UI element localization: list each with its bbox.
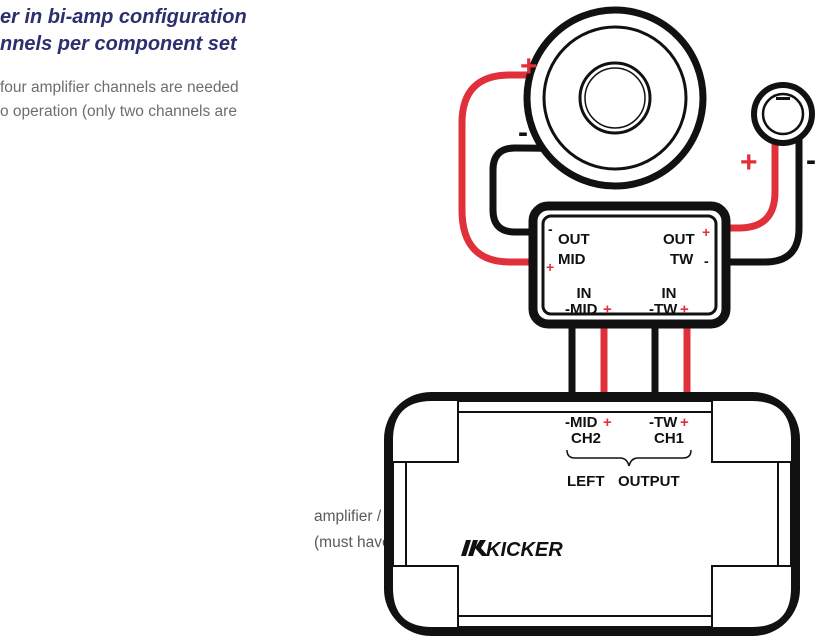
intro-line-1: four amplifier channels are needed	[0, 79, 239, 96]
crossover-out-tw-plus: +	[702, 224, 710, 240]
diagram-heading: er in bi-amp configuration nnels per com…	[0, 4, 247, 58]
crossover-in-mid-plus: +	[603, 301, 612, 318]
kicker-brand-text: KICKER	[486, 539, 563, 561]
woofer-plus-sign: +	[520, 50, 538, 83]
crossover-tw-minus: -	[704, 253, 709, 269]
intro-line-2: o operation (only two channels are	[0, 103, 237, 120]
amplifier-unit	[384, 392, 800, 636]
amp-ch1-terminal: -TW	[649, 414, 678, 431]
crossover-out-mid-label: OUT	[558, 231, 590, 248]
amp-ch2-terminal: -MID	[565, 414, 598, 431]
woofer-speaker-icon	[523, 6, 707, 190]
heading-line-1: er in bi-amp configuration	[0, 6, 247, 28]
crossover-out-mid-minus: -	[548, 221, 553, 237]
output-word-label: OUTPUT	[618, 473, 680, 490]
crossover-mid-label: MID	[558, 251, 586, 268]
crossover-in-tw-label: IN	[662, 285, 677, 302]
crossover-in-tw-plus: +	[680, 301, 689, 318]
tweeter-minus-sign: -	[806, 144, 816, 177]
tweeter-speaker-icon	[751, 82, 815, 146]
woofer-minus-sign: -	[518, 116, 528, 149]
crossover-in-mid-label: IN	[577, 285, 592, 302]
output-left-label: LEFT	[567, 473, 605, 490]
crossover-mid-plus: +	[546, 259, 554, 275]
amp-ch2-plus: +	[603, 414, 612, 431]
amp-ch1-label: CH1	[654, 430, 684, 447]
crossover-network	[528, 201, 731, 329]
tweeter-plus-sign: +	[740, 146, 758, 179]
woofer-positive-wire	[458, 71, 575, 266]
crossover-tw-label: TW	[670, 251, 694, 268]
crossover-out-tw-label: OUT	[663, 231, 695, 248]
heading-line-2: nnels per component set	[0, 33, 237, 55]
amp-ch1-plus: +	[680, 414, 689, 431]
tweeter-positive-wire	[722, 140, 779, 232]
crossover-in-tw-terminal: -TW	[649, 301, 678, 318]
kicker-k-emblem-icon	[461, 540, 488, 556]
kicker-logo: KICKER	[461, 539, 563, 561]
output-bracket	[566, 449, 692, 467]
tweeter-negative-wire	[722, 122, 803, 266]
intro-text: four amplifier channels are needed o ope…	[0, 76, 239, 124]
amp-ch2-label: CH2	[571, 430, 601, 447]
crossover-in-mid-terminal: -MID	[565, 301, 598, 318]
